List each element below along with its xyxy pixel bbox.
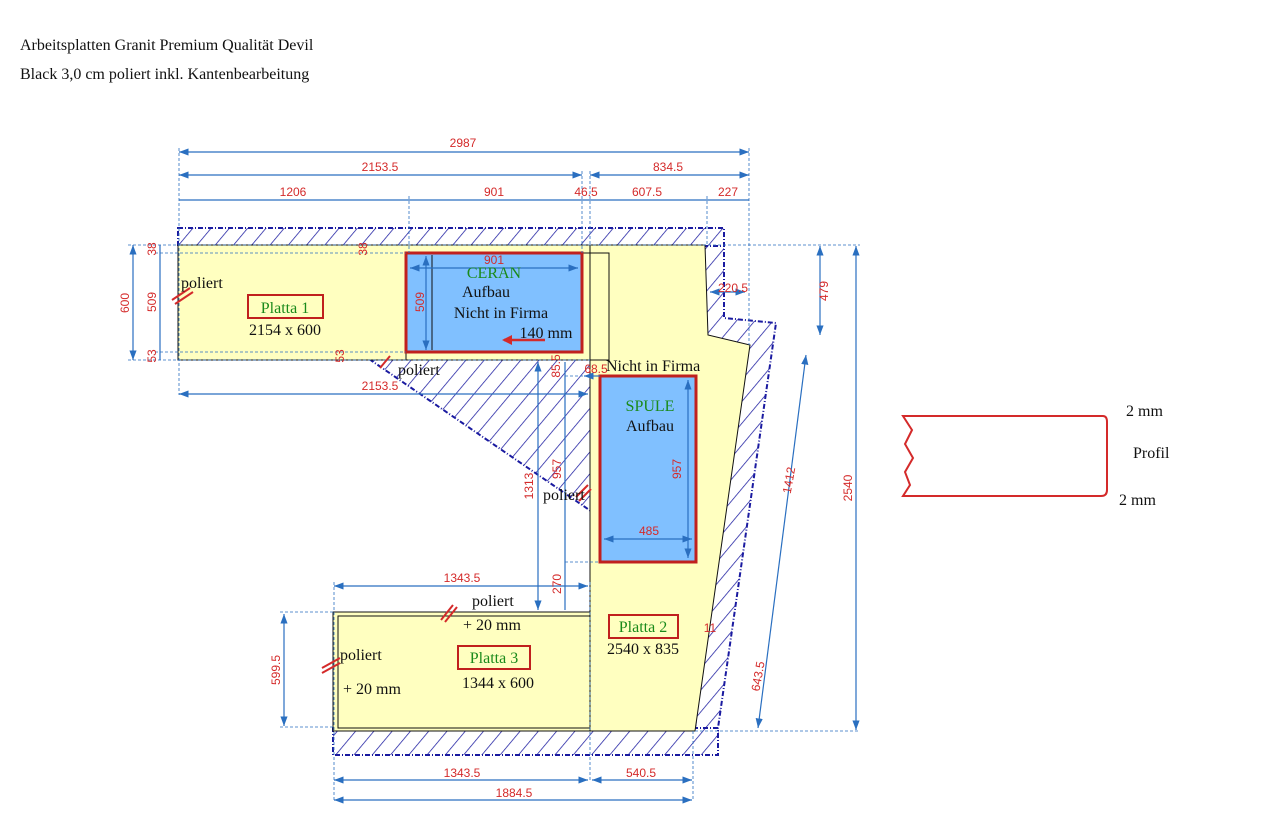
dim-38-mid: 38 bbox=[356, 242, 370, 256]
spule-line-1: Aufbau bbox=[626, 418, 674, 435]
dim-270: 270 bbox=[550, 574, 564, 594]
dim-46-5: 46.5 bbox=[574, 185, 598, 199]
title-line-1: Arbeitsplatten Granit Premium Qualität D… bbox=[20, 37, 314, 54]
dim-spule-width: 485 bbox=[639, 524, 659, 538]
dim-38-left: 38 bbox=[145, 242, 159, 256]
polish-marks bbox=[171, 287, 592, 674]
dim-901: 901 bbox=[484, 185, 504, 199]
dim-platta3-top: 1343.5 bbox=[444, 571, 481, 585]
dim-1313: 1313 bbox=[522, 472, 536, 499]
ceran-title: CERAN bbox=[467, 265, 522, 282]
dim-479: 479 bbox=[817, 281, 831, 301]
nicht-in-firma-label: Nicht in Firma bbox=[606, 358, 700, 375]
spule-title: SPULE bbox=[626, 398, 675, 415]
dim-68-5: 68.5 bbox=[584, 362, 608, 376]
edge-profile: 2 mm Profil 2 mm bbox=[901, 403, 1170, 509]
dim-bottom-1884-5: 1884.5 bbox=[496, 786, 533, 800]
dim-509: 509 bbox=[145, 292, 159, 312]
dim-platta1-bottom: 2153.5 bbox=[362, 379, 399, 393]
title-line-2: Black 3,0 cm poliert inkl. Kantenbearbei… bbox=[20, 66, 310, 83]
dim-total-width: 2987 bbox=[450, 136, 477, 150]
dim-220-5: 220.5 bbox=[718, 281, 748, 295]
dim-bottom-540-5: 540.5 bbox=[626, 766, 656, 780]
dim-607-5: 607.5 bbox=[632, 185, 662, 199]
poliert-label: poliert bbox=[398, 362, 440, 379]
dim-spule-height: 957 bbox=[670, 459, 684, 479]
profile-label: Profil bbox=[1133, 445, 1170, 462]
ceran-offset: 140 mm bbox=[520, 325, 573, 342]
dim-643-5: 643.5 bbox=[749, 660, 768, 692]
spule-cutout[interactable] bbox=[598, 374, 698, 564]
dim-957: 957 bbox=[550, 459, 564, 479]
dim-53-left: 53 bbox=[145, 349, 159, 363]
profile-bottom-label: 2 mm bbox=[1119, 492, 1156, 509]
ceran-line-1: Aufbau bbox=[462, 284, 510, 301]
dim-1412: 1412 bbox=[780, 466, 798, 495]
dim-ceran-height: 509 bbox=[413, 292, 427, 312]
platta-3-name: Platta 3 bbox=[470, 650, 518, 667]
dim-bottom-1343-5: 1343.5 bbox=[444, 766, 481, 780]
dim-599-5: 599.5 bbox=[269, 655, 283, 685]
ceran-line-2: Nicht in Firma bbox=[454, 305, 548, 322]
ceran-cutout[interactable] bbox=[404, 251, 584, 354]
dim-2540: 2540 bbox=[841, 474, 855, 501]
dim-right-length: 834.5 bbox=[653, 160, 683, 174]
platta-3-shape[interactable] bbox=[332, 611, 591, 732]
dimension-lines bbox=[128, 148, 860, 804]
plus-20mm-label: + 20 mm bbox=[463, 617, 521, 634]
platta-1-size: 2154 x 600 bbox=[249, 322, 321, 339]
dim-600: 600 bbox=[118, 293, 132, 313]
poliert-label: poliert bbox=[181, 275, 223, 292]
dim-platta1-length: 2153.5 bbox=[362, 160, 399, 174]
poliert-label: poliert bbox=[472, 593, 514, 610]
dim-11: 11 bbox=[704, 621, 717, 635]
profile-top-label: 2 mm bbox=[1126, 403, 1163, 420]
dim-1206: 1206 bbox=[280, 185, 307, 199]
dim-53-mid: 53 bbox=[333, 349, 347, 363]
poliert-label: poliert bbox=[340, 647, 382, 664]
plus-20mm-label: + 20 mm bbox=[343, 681, 401, 698]
dim-85-5: 85.5 bbox=[549, 354, 563, 378]
platta-3-size: 1344 x 600 bbox=[462, 675, 534, 692]
dim-ceran-width: 901 bbox=[484, 253, 504, 267]
platta-1-name: Platta 1 bbox=[261, 300, 309, 317]
platta-2-size: 2540 x 835 bbox=[607, 641, 679, 658]
poliert-label: poliert bbox=[543, 487, 585, 504]
platta-2-name: Platta 2 bbox=[619, 619, 667, 636]
dim-227: 227 bbox=[718, 185, 738, 199]
arrow-left-icon bbox=[502, 335, 512, 345]
